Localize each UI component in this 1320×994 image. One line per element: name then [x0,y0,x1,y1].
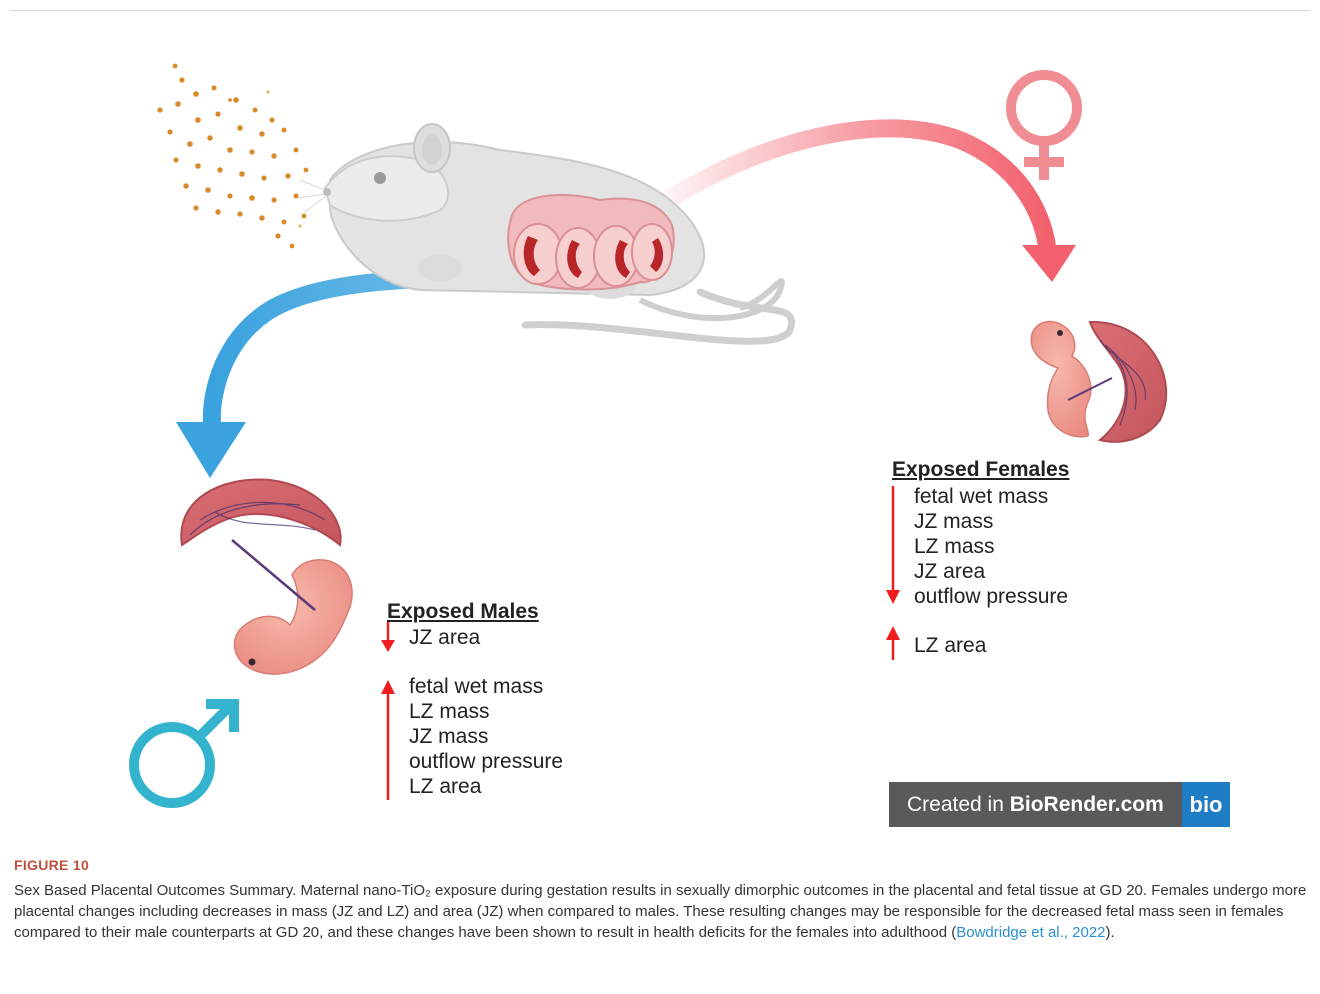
figure-caption: Sex Based Placental Outcomes Summary. Ma… [14,880,1314,943]
nanoparticles-icon [157,64,308,249]
male-path-arrow [176,278,540,478]
list-item: JZ mass [409,724,563,749]
fetus-placenta-icon [181,480,352,674]
males-decreased-list: JZ area [409,625,480,650]
biorender-badge: Created in BioRender.com bio [889,782,1230,827]
list-item: JZ area [409,625,480,650]
male-symbol-icon [134,704,234,803]
female-symbol-icon [1011,75,1077,180]
list-item: fetal wet mass [914,484,1068,509]
females-increased-list: LZ area [914,633,986,658]
list-item: fetal wet mass [409,674,563,699]
list-item: JZ area [914,559,1068,584]
female-increase-arrow [886,626,900,660]
badge-text: Created in BioRender.com [889,793,1182,817]
biorender-logo: bio [1182,782,1230,827]
females-decreased-list: fetal wet mass JZ mass LZ mass JZ area o… [914,484,1068,609]
list-item: LZ mass [409,699,563,724]
male-decrease-arrow [381,622,395,652]
female-decrease-arrow [886,486,900,604]
figure-label: FIGURE 10 [14,857,89,873]
female-path-arrow [660,128,1076,282]
citation-link[interactable]: Bowdridge et al., 2022 [956,924,1105,941]
badge-brand: BioRender.com [1010,793,1164,816]
caption-text-end: ). [1106,924,1115,941]
list-item: outflow pressure [914,584,1068,609]
fetus-placenta-icon [1031,322,1166,442]
mouse-icon [298,124,792,341]
list-item: LZ area [409,774,563,799]
males-increased-list: fetal wet mass LZ mass JZ mass outflow p… [409,674,563,799]
females-heading: Exposed Females [892,458,1069,482]
list-item: LZ mass [914,534,1068,559]
list-item: outflow pressure [409,749,563,774]
badge-prefix: Created in [907,793,1010,816]
males-heading: Exposed Males [387,600,539,624]
male-increase-arrow [381,680,395,800]
list-item: JZ mass [914,509,1068,534]
list-item: LZ area [914,633,986,658]
